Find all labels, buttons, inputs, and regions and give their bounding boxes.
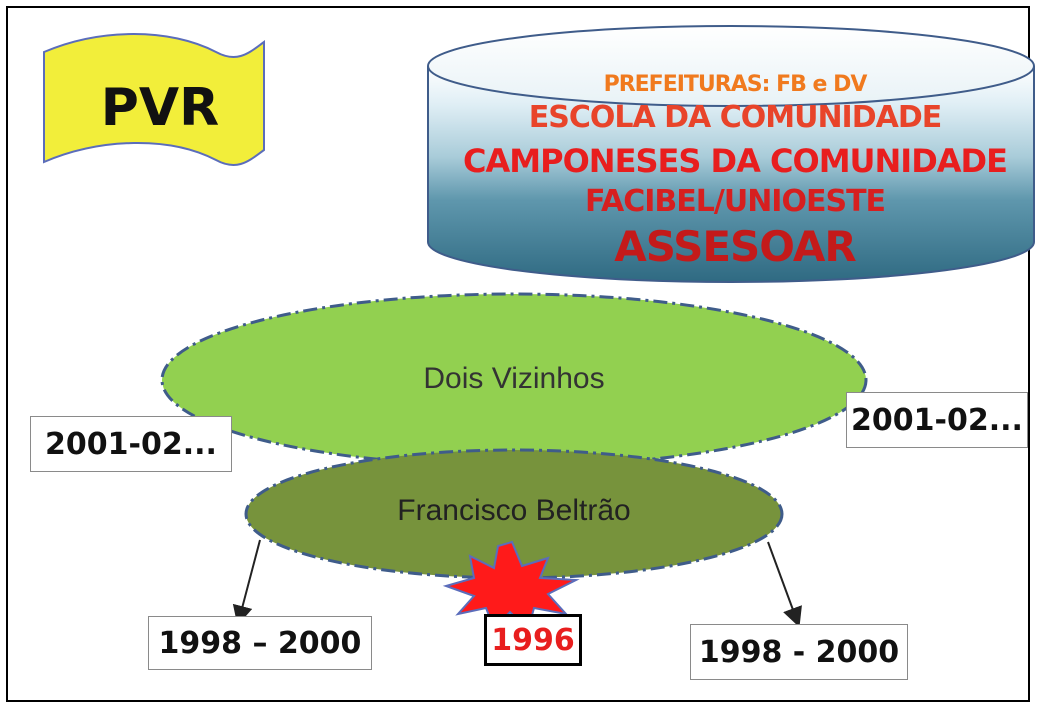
date-box-right-top: 2001-02... bbox=[846, 392, 1028, 448]
dois-vizinhos-label: Dois Vizinhos bbox=[423, 362, 605, 395]
francisco-beltrao-ellipse bbox=[244, 448, 784, 580]
arrow-left bbox=[232, 539, 261, 626]
cylinder-line-camponeses: CAMPONESES DA COMUNIDADE bbox=[463, 142, 1008, 180]
cylinder-body bbox=[427, 66, 1035, 283]
cylinder-line-escola: ESCOLA DA COMUNIDADE bbox=[528, 100, 942, 135]
date-box-left-bottom: 1998 – 2000 bbox=[148, 616, 372, 670]
dois-vizinhos-ellipse bbox=[160, 292, 868, 468]
cylinder-line-facibel: FACIBEL/UNIOESTE bbox=[584, 184, 886, 219]
date-box-center-1996: 1996 bbox=[484, 614, 582, 666]
date-box-left-top: 2001-02... bbox=[30, 416, 232, 472]
cylinder-top bbox=[427, 25, 1035, 107]
date-box-right-bottom: 1998 - 2000 bbox=[690, 624, 908, 680]
pvr-flag-shape bbox=[43, 33, 265, 166]
arrow-right bbox=[767, 541, 802, 628]
pvr-label: PVR bbox=[100, 78, 220, 138]
cylinder-line-assesoar: ASSESOAR bbox=[614, 222, 856, 271]
francisco-beltrao-label: Francisco Beltrão bbox=[397, 494, 631, 527]
cylinder-line-prefeituras: PREFEITURAS: FB e DV bbox=[603, 72, 868, 97]
